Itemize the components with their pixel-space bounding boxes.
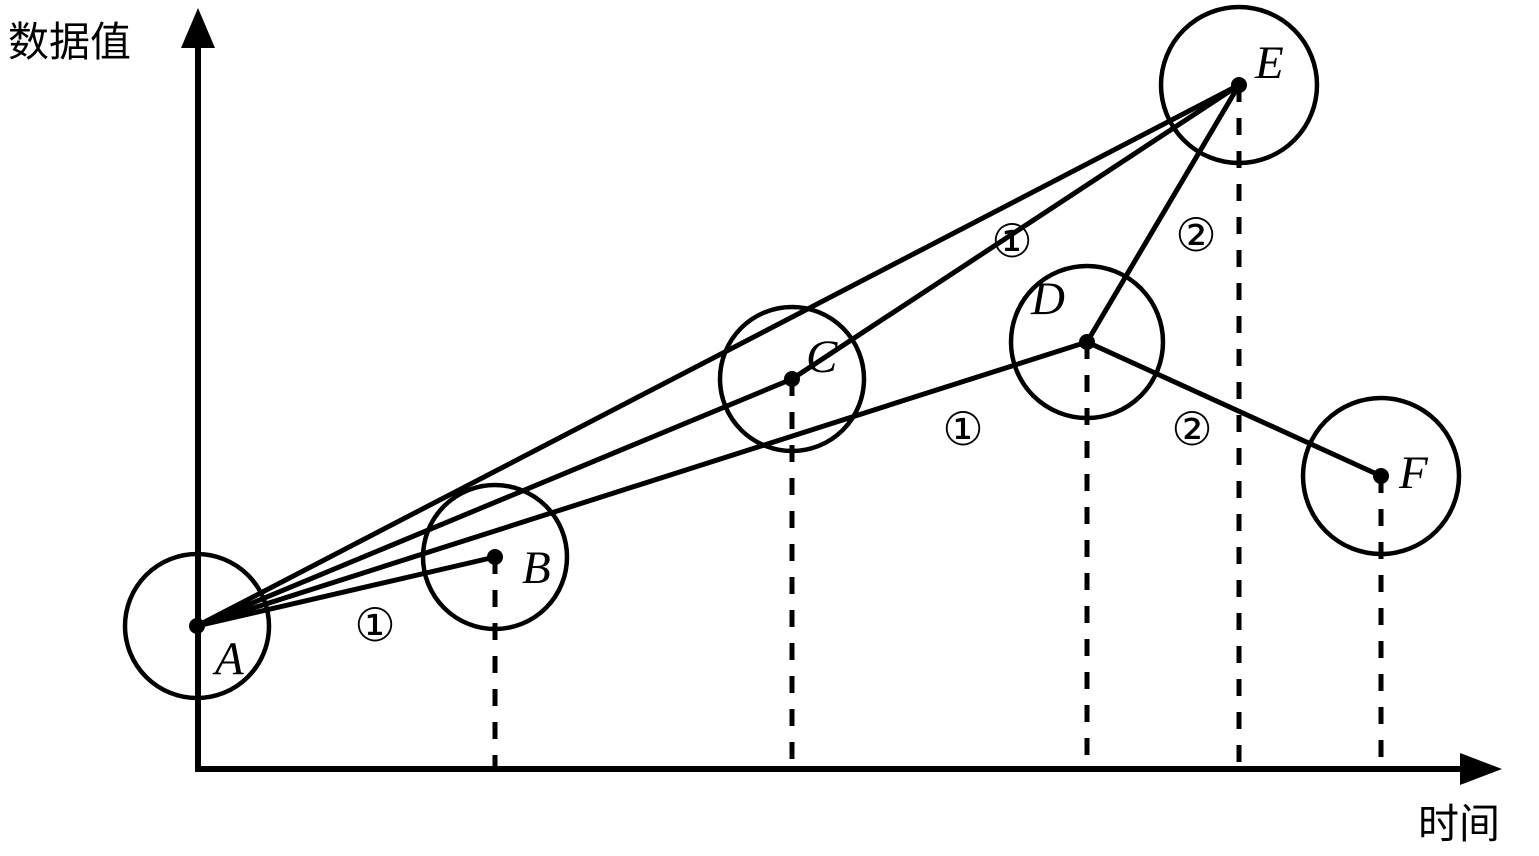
node-label-f: F — [1398, 447, 1429, 499]
node-circle-a — [122, 551, 272, 701]
node-circle-b — [420, 482, 570, 632]
edge-d-e — [1084, 82, 1242, 345]
node-label-d: D — [1030, 273, 1065, 325]
x-axis-label: 时间 — [1418, 800, 1500, 848]
marker-cd: ① — [942, 402, 983, 456]
marker-ab: ① — [354, 598, 395, 652]
node-b[interactable]: B — [420, 482, 570, 632]
axes-group — [181, 8, 1502, 785]
edge-c-e — [789, 82, 1242, 382]
node-d[interactable]: D — [1008, 263, 1166, 421]
marker-ce: ① — [991, 214, 1032, 268]
node-e[interactable]: E — [1158, 4, 1320, 166]
node-dot-e — [1231, 77, 1247, 93]
node-dot-d — [1079, 334, 1095, 350]
node-label-e: E — [1254, 37, 1284, 89]
node-label-a: A — [212, 633, 244, 685]
edge-d-f — [1084, 339, 1384, 479]
node-a[interactable]: A — [122, 551, 272, 701]
marker-df: ② — [1171, 402, 1212, 456]
node-circle-d — [1008, 263, 1166, 421]
edges-group — [194, 82, 1384, 629]
edge-a-e — [194, 82, 1242, 629]
marker-de: ② — [1175, 208, 1216, 262]
node-label-b: B — [522, 542, 551, 594]
segment-markers-group: ① ① ① ② ② — [354, 208, 1216, 652]
node-dot-c — [784, 371, 800, 387]
node-dot-a — [189, 618, 205, 634]
node-dot-b — [487, 549, 503, 565]
arrow-up-icon — [181, 8, 215, 48]
arrow-right-icon — [1460, 753, 1502, 785]
node-dot-f — [1373, 468, 1389, 484]
node-circle-f — [1300, 395, 1462, 557]
edge-a-c — [194, 376, 795, 629]
node-f[interactable]: F — [1300, 395, 1462, 557]
node-circle-e — [1158, 4, 1320, 166]
edge-a-d — [194, 339, 1090, 629]
node-label-c: C — [806, 331, 838, 383]
edge-a-b — [194, 554, 498, 629]
y-axis-label: 数据值 — [8, 18, 131, 66]
node-circle-c — [717, 304, 867, 454]
drop-lines-group — [492, 85, 1384, 769]
nodes-group: A B C D E F — [122, 4, 1462, 701]
node-c[interactable]: C — [717, 304, 867, 454]
